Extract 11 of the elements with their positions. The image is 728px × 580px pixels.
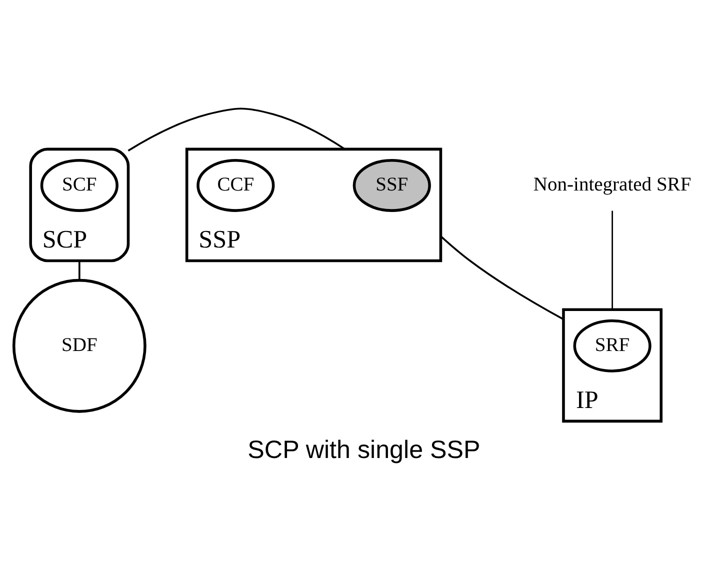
node-ellipse: CCF <box>196 158 275 212</box>
node-circle: SDF <box>12 278 146 413</box>
node-ellipse: SRF <box>573 319 652 372</box>
connector <box>440 236 564 320</box>
connector <box>128 108 346 152</box>
node-ellipse: SCF <box>40 158 118 212</box>
caption: SCP with single SSP <box>248 436 480 464</box>
node-text: Non-integrated SRF <box>533 174 692 196</box>
connector <box>78 260 80 280</box>
connector <box>612 210 613 310</box>
node-ellipse: SSF <box>352 158 431 212</box>
